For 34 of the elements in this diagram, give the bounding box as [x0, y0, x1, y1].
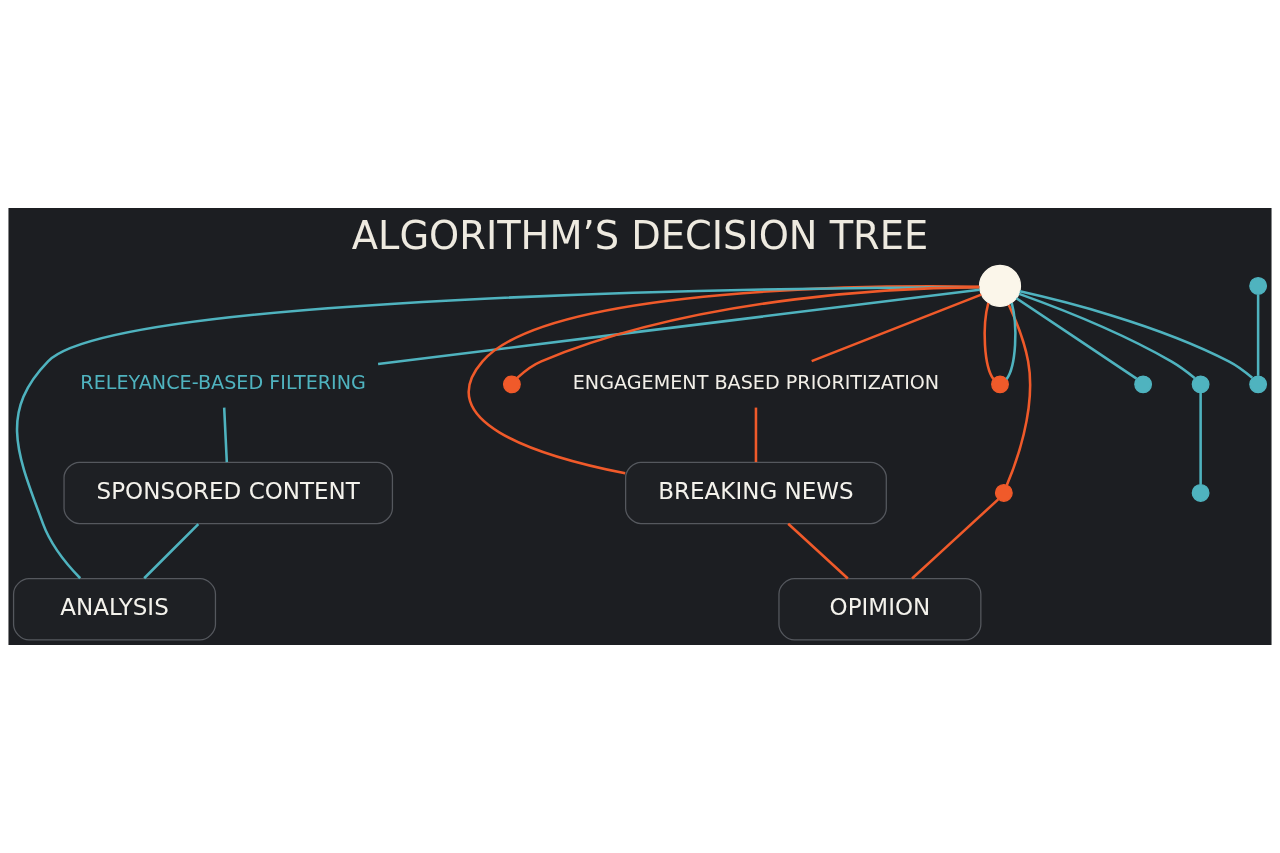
node-box: ANALYSIS [12, 577, 217, 641]
node-circle [1249, 375, 1268, 394]
connector [811, 293, 982, 363]
node-box: OPIMION [778, 577, 982, 641]
connector [787, 522, 849, 580]
node-circle [1249, 277, 1268, 295]
connector [1019, 290, 1254, 379]
connector [516, 285, 980, 379]
node-circle [1134, 375, 1153, 394]
node-circle [991, 375, 1009, 394]
connector [911, 498, 1000, 580]
connector [468, 285, 980, 475]
connector [377, 288, 980, 366]
connector [16, 285, 980, 580]
node-circle [1191, 375, 1210, 394]
connector [754, 407, 758, 463]
connector [983, 302, 995, 380]
node-circle [502, 375, 521, 394]
connector [143, 523, 200, 580]
connector [1199, 392, 1202, 485]
connector [222, 407, 229, 463]
node-box: BREAKING NEWS [625, 461, 887, 525]
diagram-title: ALGORITHM’S DECISION TREE [351, 212, 929, 258]
node-text: RELEYANCE-BASED FILTERING [80, 370, 366, 394]
connector [1005, 304, 1032, 486]
node-box: SPONSORED CONTENT [63, 461, 394, 525]
connector [1018, 292, 1196, 379]
node-circle [978, 264, 1022, 308]
connector [1015, 297, 1138, 380]
connector [1256, 294, 1260, 376]
connector [1005, 302, 1017, 380]
node-text: ENGAGEMENT BASED PRIORITIZATION [572, 370, 940, 394]
node-circle [994, 484, 1013, 502]
node-circle [1191, 484, 1210, 502]
